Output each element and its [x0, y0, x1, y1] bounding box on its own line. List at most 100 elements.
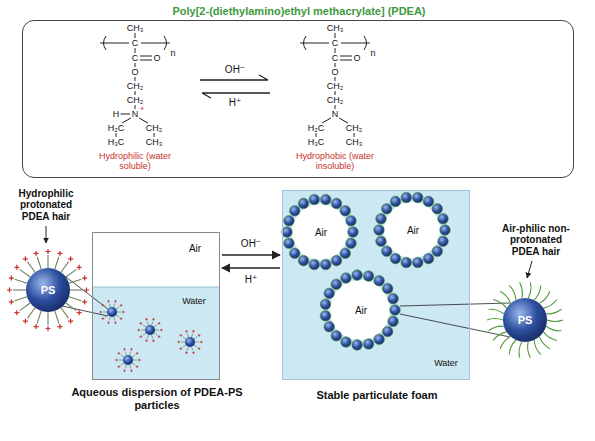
- charge-plus: [160, 329, 163, 332]
- charge-plus: [77, 310, 82, 315]
- polymer-hair: [509, 340, 516, 355]
- adsorbed-particle: [438, 213, 449, 224]
- polymer-hair: [61, 308, 69, 319]
- ps-core: [26, 268, 70, 312]
- polymer-hair: [487, 319, 503, 321]
- adsorbed-particle: [346, 238, 357, 249]
- charge-plus: [180, 347, 183, 350]
- annotation-text: Air-philic non-protonated PDEA hair: [495, 223, 577, 258]
- polymer-hair: [37, 311, 41, 323]
- charge-plus: [114, 300, 117, 303]
- node-text: Air: [385, 225, 441, 237]
- formula-text: O: [320, 67, 350, 77]
- foam-box: AirAirAirWaterStable particulate foam: [282, 190, 470, 380]
- charge-plus: [185, 351, 188, 354]
- polymer-hair: [132, 355, 135, 357]
- adsorbed-particle: [284, 215, 295, 226]
- polymer-hair: [55, 311, 59, 323]
- polymer-hair: [154, 325, 157, 327]
- equilibrium-arrow: [200, 75, 268, 80]
- adsorbed-particle: [412, 192, 423, 203]
- charge-plus: [82, 299, 87, 304]
- polymer-hair: [509, 285, 516, 300]
- formula-text: CH₂: [139, 123, 169, 133]
- polymer-hair: [493, 332, 506, 341]
- dispersed-particle: [99, 300, 124, 324]
- dispersed-particle: [115, 348, 140, 372]
- adsorbed-particle: [331, 198, 342, 209]
- adsorbed-particle: [382, 283, 393, 294]
- node-text: Aqueous dispersion of PDEA-PS particles: [67, 386, 247, 411]
- charge-plus: [145, 339, 148, 342]
- adsorbed-particle: [382, 326, 393, 337]
- charge-plus: [138, 359, 141, 362]
- polymer-hair: [15, 279, 27, 283]
- charge-plus: [120, 317, 123, 320]
- adsorbed-particle: [309, 194, 320, 205]
- polymer-hair: [119, 360, 123, 361]
- charge-plus: [158, 322, 161, 325]
- adsorbed-particle: [320, 310, 331, 321]
- bubble-air: [384, 202, 440, 258]
- charge-plus: [198, 347, 201, 350]
- adsorbed-particle: [298, 198, 309, 209]
- polymer-hair: [195, 342, 199, 343]
- formula-text: C: [320, 53, 350, 63]
- adsorbed-particle: [282, 227, 293, 238]
- ps-particle-hairy: [7, 249, 89, 331]
- polymer-hair: [55, 257, 59, 269]
- charge-plus: [136, 352, 139, 355]
- adsorbed-particle: [438, 236, 449, 247]
- polymer-hair: [27, 308, 35, 319]
- charge-plus: [192, 330, 195, 333]
- zoom-line: [400, 303, 510, 337]
- polymer-hair: [539, 291, 549, 303]
- polymer-hair: [546, 326, 561, 331]
- charge-plus: [23, 319, 28, 324]
- charge-plus: [57, 324, 62, 329]
- polymer-hair: [493, 299, 506, 308]
- adsorbed-particle: [412, 257, 423, 268]
- polymer-hair: [66, 269, 77, 277]
- polymer-hair: [489, 326, 504, 331]
- annotation-text: H⁺: [215, 97, 255, 109]
- ps-particle-hairy: [487, 282, 563, 357]
- adsorbed-particle: [363, 339, 374, 350]
- charge-plus: [14, 265, 19, 270]
- polymer-hair: [27, 262, 35, 273]
- node-text: Air: [331, 305, 391, 317]
- polymer-hair: [155, 330, 159, 331]
- dispersed-particle: [177, 330, 202, 354]
- formula-text: H₂C: [301, 123, 331, 133]
- adsorbed-particle: [432, 203, 443, 214]
- polymer-hair: [47, 312, 48, 325]
- adsorbed-particle: [331, 279, 342, 290]
- charge-plus: [177, 341, 180, 344]
- polymer-hair: [546, 309, 561, 314]
- charge-plus: [137, 329, 140, 332]
- bubble-air: [292, 204, 348, 260]
- charge-plus: [34, 251, 39, 256]
- adsorbed-particle: [376, 236, 387, 247]
- annotation-text: Hydrophilic (water soluble): [94, 151, 176, 172]
- charge-plus: [118, 365, 121, 368]
- adsorbed-particle: [289, 248, 300, 259]
- polymer-hair: [147, 335, 148, 339]
- formula-text: H₃C: [301, 137, 331, 147]
- polymer-hair: [66, 303, 77, 311]
- annotation-text: Hydrophilic protonated PDEA hair: [10, 188, 82, 223]
- adsorbed-particle: [390, 253, 401, 264]
- formula-text: H₂C: [101, 123, 131, 133]
- chemical-bonds: [300, 33, 370, 137]
- adsorbed-particle: [348, 227, 359, 238]
- polymer-hair: [187, 347, 188, 351]
- polymer-hair: [117, 312, 121, 313]
- polymer-hair: [114, 317, 115, 321]
- node-text: Air: [173, 243, 217, 255]
- charge-plus: [107, 300, 110, 303]
- charge-plus: [118, 352, 121, 355]
- polymer-hair: [133, 360, 137, 361]
- polymer-hair: [109, 303, 110, 307]
